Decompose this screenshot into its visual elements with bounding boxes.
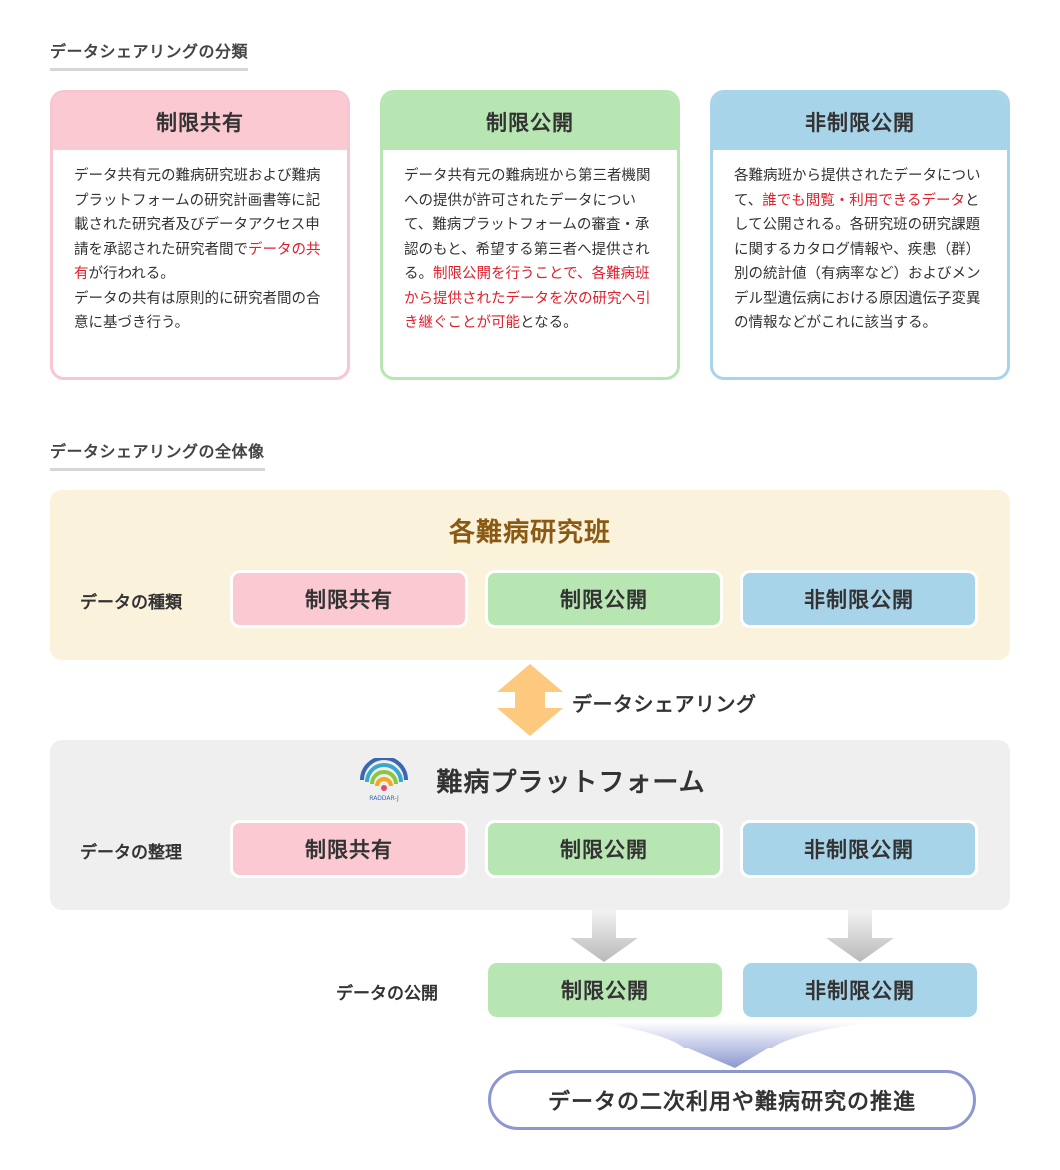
data-organize-label: データの整理 [80, 843, 182, 863]
publish-pill-limited-public: 制限公開 [488, 963, 722, 1017]
card-body: データ共有元の難病研究班および難病プラットフォームの研究計画書等に記載された研究… [53, 150, 347, 336]
down-arrow-icon [570, 910, 638, 962]
down-arrow-icon [826, 910, 894, 962]
group-pill-unrestricted-public: 非制限公開 [740, 570, 978, 628]
group-pill-limited-public: 制限公開 [485, 570, 723, 628]
platform-pill-limited-share: 制限共有 [230, 820, 468, 878]
platform-pill-unrestricted-public: 非制限公開 [740, 820, 978, 878]
card-limited-public: 制限公開 データ共有元の難病班から第三者機関への提供が許可されたデータについて、… [380, 90, 680, 380]
classification-section-title: データシェアリングの分類 [50, 38, 249, 71]
body-text: として公開される。各研究班の研究課題に関するカタログ情報や、疾患（群）別の統計値… [734, 192, 981, 332]
group-pill-limited-share: 制限共有 [230, 570, 468, 628]
body-text: 各難病班から提供されたデータについて、 [734, 168, 981, 209]
research-groups-title: 各難病研究班 [448, 518, 611, 548]
highlight-text: 制限公開を行うことで、各難病班から提供されたデータを次の研究へ引き継ぐことが可能 [404, 266, 651, 331]
body-text: データの共有は原則的に研究者間の合意に基づき行う。 [74, 290, 321, 332]
body-text: が行われる。 [88, 266, 175, 282]
highlight-text: 誰でも閲覧・利用できるデータ [762, 192, 965, 209]
platform-title: 難病プラットフォーム [436, 768, 706, 798]
logo-text: RADDAR-J [369, 795, 399, 802]
publish-pill-unrestricted-public: 非制限公開 [743, 963, 977, 1017]
data-type-label: データの種類 [80, 593, 182, 613]
data-sharing-label: データシェアリング [572, 692, 757, 716]
raddar-logo-icon: RADDAR-J [360, 758, 408, 802]
highlight-text: データの共有 [74, 241, 321, 283]
body-text: データ共有元の難病班から第三者機関への提供が許可されたデータについて、難病プラッ… [404, 168, 651, 282]
final-goal-box: データの二次利用や難病研究の推進 [488, 1070, 976, 1130]
card-body: データ共有元の難病班から第三者機関への提供が許可されたデータについて、難病プラッ… [383, 150, 677, 336]
card-limited-share: 制限共有 データ共有元の難病研究班および難病プラットフォームの研究計画書等に記載… [50, 90, 350, 380]
card-body: 各難病班から提供されたデータについて、誰でも閲覧・利用できるデータとして公開され… [713, 150, 1007, 336]
overview-section-title: データシェアリングの全体像 [50, 438, 265, 471]
data-publish-label: データの公開 [336, 984, 438, 1004]
body-text: データ共有元の難病研究班および難病プラットフォームの研究計画書等に記載された研究… [74, 168, 321, 258]
merge-arrow-icon [600, 1022, 870, 1068]
body-text: となる。 [520, 315, 578, 331]
platform-pill-limited-public: 制限公開 [485, 820, 723, 878]
research-groups-panel: 各難病研究班 データの種類 制限共有 制限公開 非制限公開 [50, 490, 1010, 660]
double-arrow-icon [497, 664, 563, 736]
card-unrestricted-public: 非制限公開 各難病班から提供されたデータについて、誰でも閲覧・利用できるデータと… [710, 90, 1010, 380]
platform-panel: RADDAR-J 難病プラットフォーム データの整理 制限共有 制限公開 非制限… [50, 740, 1010, 910]
card-header: 非制限公開 [713, 93, 1007, 150]
card-header: 制限公開 [383, 93, 677, 150]
card-header: 制限共有 [53, 93, 347, 150]
